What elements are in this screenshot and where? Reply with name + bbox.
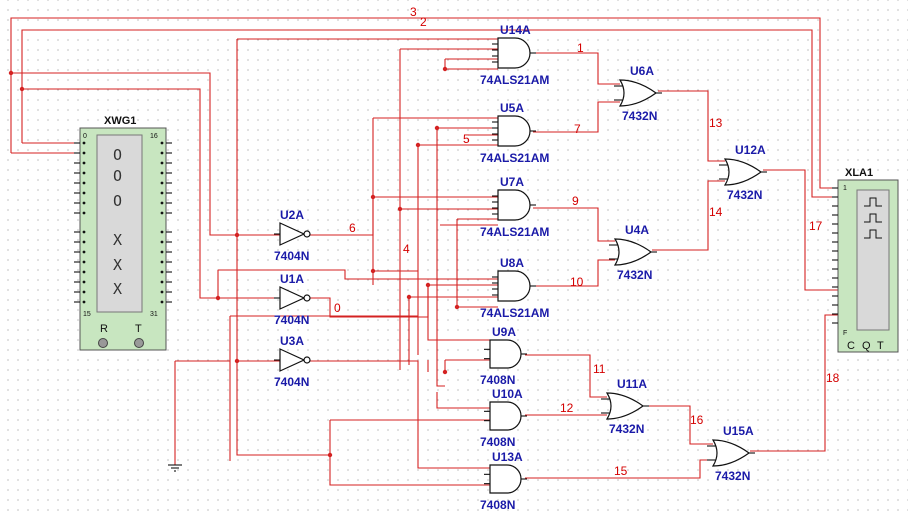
xla1-control-t: T [877, 340, 884, 352]
xwg1-pin-15: 15 [83, 311, 91, 318]
xwg1-row-3: X [113, 231, 122, 249]
gate-ref-label: U3A [280, 334, 304, 348]
gate-u9a[interactable]: U9A 7408N [480, 325, 527, 387]
gate-ref-label: U8A [500, 256, 524, 270]
gate-u2a[interactable]: U2A 7404N [274, 208, 311, 263]
xla1-control-c: C [847, 340, 855, 352]
gate-u12a[interactable]: U12A 7432N [719, 143, 767, 202]
net-label-12: 12 [560, 401, 574, 415]
net-label-5: 5 [463, 132, 470, 146]
xwg1-trigger-terminal[interactable] [134, 338, 144, 348]
gate-ref-label: U12A [735, 143, 766, 157]
ground-icon [168, 464, 182, 472]
gate-u15a[interactable]: U15A 7432N [707, 424, 755, 483]
net-label-15: 15 [614, 464, 628, 478]
net-label-7: 7 [574, 122, 581, 136]
waveform-icon [864, 197, 882, 239]
xwg1-pins [74, 141, 172, 304]
gate-part-label: 7408N [480, 498, 515, 512]
gate-ref-label: U4A [625, 223, 649, 237]
net-label-4: 4 [403, 242, 410, 256]
gate-ref-label: U15A [723, 424, 754, 438]
gate-u7a[interactable]: U7A 74ALS21AM [480, 175, 549, 239]
xla1-control-q: Q [862, 340, 871, 352]
gate-ref-label: U7A [500, 175, 524, 189]
gate-ref-label: U2A [280, 208, 304, 222]
net-label-3: 3 [410, 5, 417, 19]
net-label-16: 16 [690, 413, 704, 427]
net-label-2: 2 [420, 15, 427, 29]
net-label-14: 14 [709, 205, 723, 219]
xwg1-label: XWG1 [104, 115, 136, 127]
gate-part-label: 74ALS21AM [480, 306, 549, 320]
gate-u10a[interactable]: U10A 7408N [480, 387, 527, 449]
xwg1-row-0: O [113, 146, 122, 164]
gate-ref-label: U14A [500, 23, 531, 37]
gate-u11a[interactable]: U11A 7432N [601, 377, 649, 436]
xla1-label: XLA1 [845, 167, 873, 179]
gate-u3a[interactable]: U3A 7404N [274, 334, 311, 389]
gate-part-label: 7432N [609, 422, 644, 436]
gate-part-label: 7432N [727, 188, 762, 202]
junctions [8, 66, 460, 458]
xwg1-trigger-label: T [135, 323, 142, 335]
xwg1-row-2: O [113, 192, 122, 210]
gate-ref-label: U13A [492, 450, 523, 464]
net-label-13: 13 [709, 116, 723, 130]
gate-part-label: 7432N [622, 109, 657, 123]
gate-u6a[interactable]: U6A 7432N [614, 64, 662, 123]
net-label-6: 6 [349, 221, 356, 235]
gate-ref-label: U11A [617, 377, 647, 391]
net-label-17: 17 [809, 219, 823, 233]
gate-u4a[interactable]: U4A 7432N [609, 223, 657, 282]
xla1-pin-1: 1 [843, 185, 847, 192]
gate-part-label: 74ALS21AM [480, 151, 549, 165]
xla1-pins [832, 187, 838, 324]
xwg1-pin-0: 0 [83, 133, 87, 140]
xwg1-row-4: X [113, 256, 122, 274]
xwg1-pin-31: 31 [150, 311, 158, 318]
gate-part-label: 74ALS21AM [480, 225, 549, 239]
gate-part-label: 7432N [715, 469, 750, 483]
xwg1-row-5: X [113, 280, 122, 298]
net-label-11: 11 [593, 362, 606, 376]
xla1-pin-f: F [843, 330, 847, 337]
gate-u1a[interactable]: U1A 7404N [274, 272, 311, 327]
xwg1-reset-terminal[interactable] [98, 338, 108, 348]
net-label-10: 10 [570, 275, 584, 289]
gate-u5a[interactable]: U5A 74ALS21AM [480, 101, 549, 165]
gate-ref-label: U9A [492, 325, 516, 339]
gate-u14a[interactable]: U14A 74ALS21AM [480, 23, 549, 87]
gate-ref-label: U10A [492, 387, 523, 401]
logic-gates: U14A74ALS21AMU5A74ALS21AMU7A74ALS21AMU8A… [274, 23, 767, 512]
gate-ref-label: U6A [630, 64, 654, 78]
net-label-9: 9 [572, 194, 579, 208]
gate-ref-label: U5A [500, 101, 524, 115]
gate-part-label: 7408N [480, 435, 515, 449]
gate-part-label: 74ALS21AM [480, 73, 549, 87]
net-label-18: 18 [826, 371, 840, 385]
gate-part-label: 7404N [274, 375, 309, 389]
net-label-0: 0 [334, 301, 341, 315]
xwg1-row-1: O [113, 167, 122, 185]
gate-part-label: 7404N [274, 313, 309, 327]
net-label-1: 1 [577, 41, 584, 55]
gate-part-label: 7408N [480, 373, 515, 387]
gate-ref-label: U1A [280, 272, 304, 286]
gate-part-label: 7404N [274, 249, 309, 263]
xwg1-pin-16: 16 [150, 133, 158, 140]
gate-part-label: 7432N [617, 268, 652, 282]
gate-u8a[interactable]: U8A 74ALS21AM [480, 256, 549, 320]
gate-u13a[interactable]: U13A 7408N [480, 450, 527, 512]
xwg1-reset-label: R [100, 323, 108, 335]
